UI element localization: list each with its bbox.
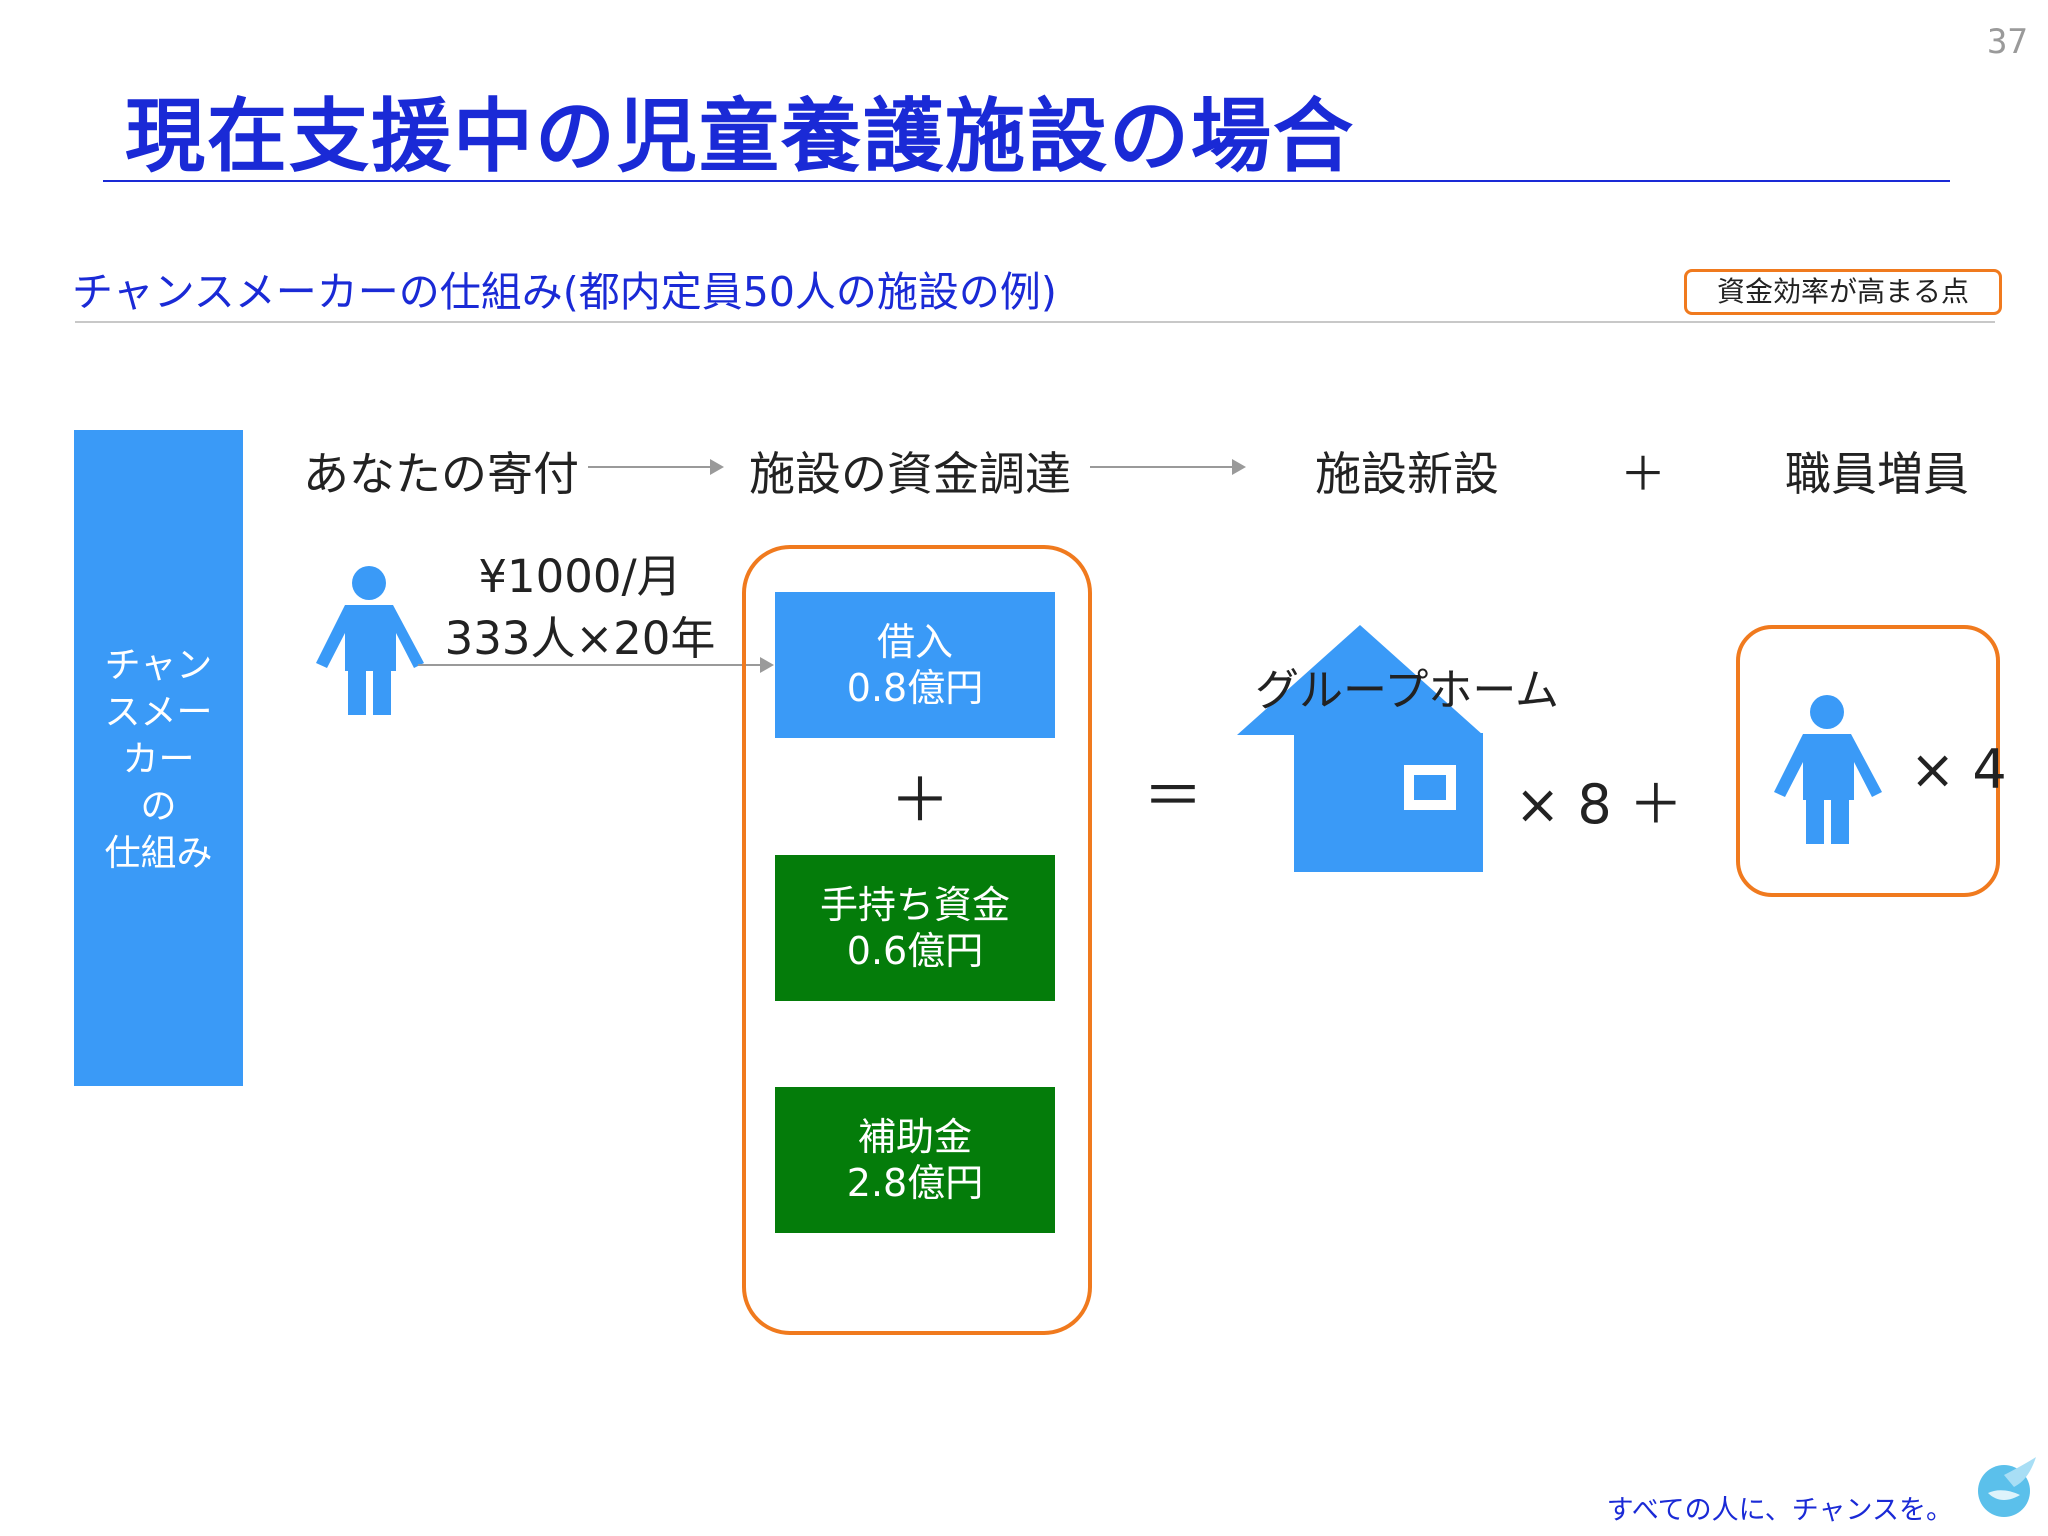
person-icon [316, 566, 424, 715]
equals-sign: ＝ [1143, 762, 1203, 832]
donation-detail: 333人×20年 [444, 612, 716, 665]
dove-logo-icon [1978, 1457, 2036, 1517]
flow-plus: ＋ [1620, 447, 1666, 501]
flow-step-staff: 職員増員 [1785, 447, 1969, 501]
subsidy-box: 補助金 2.8億円 [775, 1087, 1055, 1233]
loan-box: 借入 0.8億円 [775, 592, 1055, 738]
donation-arrow [418, 657, 774, 673]
funding-plus: ＋ [890, 766, 950, 836]
subtitle-divider [75, 321, 1995, 323]
footer-tagline: すべての人に、チャンスを。 [1606, 1495, 1953, 1526]
page-number: 37 [1987, 22, 2028, 62]
own-funds-label: 手持ち資金 [819, 883, 1010, 927]
flow-arrow-1 [588, 459, 724, 475]
flow-step-funding: 施設の資金調達 [749, 447, 1071, 501]
loan-label: 借入 [876, 620, 953, 664]
slide-subtitle: チャンスメーカーの仕組み(都内定員50人の施設の例) [72, 268, 1057, 316]
flow-step-new-facility: 施設新設 [1315, 447, 1499, 501]
side-panel-label: チャン スメー カー の 仕組み [104, 645, 213, 874]
staff-person-icon [1774, 695, 1882, 844]
legend-box: 資金効率が高まる点 [1684, 269, 2002, 315]
staff-highlight [1736, 625, 2000, 897]
flow-arrow-2 [1090, 459, 1246, 475]
group-home-label: グループホーム [1255, 665, 1560, 716]
funding-group-highlight [742, 545, 1092, 1335]
staff-multiplier: × 4 [1910, 738, 2007, 801]
house-icon [1237, 625, 1483, 872]
subsidy-label: 補助金 [857, 1115, 972, 1159]
flow-step-donation: あなたの寄付 [303, 447, 579, 501]
side-panel: チャン スメー カー の 仕組み [74, 430, 243, 1086]
donation-monthly: ¥1000/月 [478, 550, 682, 603]
house-multiplier: × 8 ＋ [1515, 773, 1683, 836]
subsidy-amount: 2.8億円 [846, 1161, 984, 1205]
loan-amount: 0.8億円 [846, 666, 984, 710]
own-funds-amount: 0.6億円 [846, 929, 984, 973]
title-divider [103, 180, 1950, 182]
slide-title: 現在支援中の児童養護施設の場合 [125, 90, 1355, 183]
own-funds-box: 手持ち資金 0.6億円 [775, 855, 1055, 1001]
